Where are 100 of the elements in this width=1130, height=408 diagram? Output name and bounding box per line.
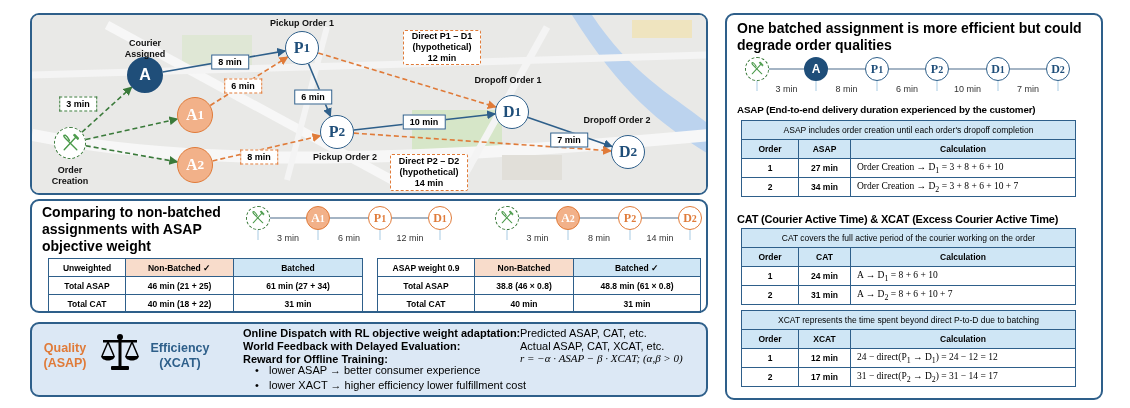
panel-heading: One batched assignment is more efficient but could degrade order qualities — [737, 20, 1083, 54]
edge-label: 6 min — [224, 78, 262, 94]
bullet-mark: • — [255, 379, 259, 391]
table-cell: Total CAT — [377, 294, 475, 313]
formula-text: r = −α · ASAP − β · XCAT; (α,β > 0) — [520, 352, 684, 365]
edge-label: 3 min — [526, 232, 549, 244]
arrow — [209, 56, 289, 107]
table-cell: 31 − direct(P$_{2}$ → D$_{2}$) = 31 − 14 = 17 — [850, 367, 1076, 387]
arrow — [317, 52, 497, 109]
arrow — [81, 86, 133, 134]
table-cell: 2 — [741, 285, 799, 305]
description-label: Reward for Offline Training: — [243, 353, 389, 366]
table-cell: 40 min (18 + 22) — [125, 294, 234, 313]
table-cell: A → D$_{2}$ = 8 + 6 + 10 + 7 — [850, 285, 1076, 305]
edge-label: 6 min — [294, 89, 332, 105]
table-cell: 24 − direct(P$_{1}$ → D$_{1}$) = 24 − 12 = 12 — [850, 348, 1076, 368]
table-cell: 12 min — [798, 348, 851, 368]
table-cell: Order Creation → D$_{1}$ = 3 + 8 + 6 + 10 — [850, 158, 1076, 178]
table-cell: 2 — [741, 367, 799, 387]
objective-panel — [30, 322, 708, 397]
arrow — [84, 144, 179, 165]
node-caption: Pickup Order 2 — [312, 152, 378, 163]
table-cell: A → D$_{1}$ = 8 + 6 + 10 — [850, 266, 1076, 286]
edge-label: 6 min — [896, 83, 918, 95]
table-caption: CAT covers the full active period of the courier working on the order — [741, 228, 1076, 248]
table-cell: 34 min — [798, 177, 851, 197]
connector-line — [768, 68, 805, 70]
node-circle: A — [804, 57, 828, 81]
connector-line — [827, 68, 866, 70]
table-caption: XCAT represents the time spent beyond direct P-to-D due to batching — [741, 310, 1076, 330]
edge-label: 8 min — [835, 83, 858, 95]
description-label: Online Dispatch with RL objective weight adaptation: — [243, 327, 518, 340]
edge-label: 3 min — [775, 83, 798, 95]
header-cell: Batched — [233, 258, 363, 277]
edge-label: 6 min — [338, 232, 360, 244]
table-caption: ASAP includes order creation until each order's dropoff completion — [741, 120, 1076, 140]
header-cell: Non-Batched ✓ — [125, 258, 234, 277]
edge-label: 3 min — [277, 232, 299, 244]
table-cell: 17 min — [798, 367, 851, 387]
note-box: Direct P2 – D2 (hypothetical) 14 min — [390, 154, 468, 191]
table-cell: Total ASAP — [48, 276, 126, 295]
node-caption: Order Creation — [50, 165, 90, 187]
connector-line — [579, 217, 619, 219]
section-heading: CAT (Courier Active Time) & XCAT (Excess Courier Active Time) — [737, 213, 1060, 226]
connector-line — [948, 68, 987, 70]
bullet-item: lower ASAP → better consumer experience — [269, 364, 481, 376]
connector-line — [1009, 68, 1047, 70]
edge-label: 14 min — [646, 232, 674, 244]
node-caption: Courier Assigned — [123, 38, 167, 60]
section-heading: ASAP (End-to-end delivery duration experienced by the customer) — [737, 104, 1037, 116]
edge-label: 12 min — [396, 232, 424, 244]
bullet-item: lower XACT → higher efficiency lower fulfillment cost — [269, 379, 526, 391]
header-cell: ASAP weight 0.9 — [377, 258, 475, 277]
connector-line — [329, 217, 369, 219]
header-cell: Non-Batched — [474, 258, 574, 277]
table-cell: 40 min — [474, 294, 574, 313]
table-cell: Total ASAP — [377, 276, 475, 295]
edge-label: 7 min — [1017, 83, 1039, 95]
header-cell: Unweighted — [48, 258, 126, 277]
arrow — [211, 133, 322, 162]
table-cell: 2 — [741, 177, 799, 197]
edge-label: 8 min — [588, 232, 610, 244]
table-cell: 1 — [741, 348, 799, 368]
table-cell: 31 min — [573, 294, 701, 313]
edge-label: 10 min — [402, 114, 446, 130]
panel-heading: Comparing to non-batched assignments with ASAP objective weight — [42, 204, 222, 255]
table-cell: 46 min (21 + 25) — [125, 276, 234, 295]
quality-label: Quality (ASAP) — [42, 341, 88, 370]
connector-line — [391, 217, 429, 219]
connector-line — [641, 217, 679, 219]
table-cell: Total CAT — [48, 294, 126, 313]
edge-label: 8 min — [240, 149, 278, 165]
edge-label: 8 min — [211, 54, 249, 70]
bullet-mark: • — [255, 364, 259, 376]
table-cell: 48.8 min (61 × 0.8) — [573, 276, 701, 295]
connector-line — [518, 217, 557, 219]
note-box: Direct P1 – D1 (hypothetical) 12 min — [403, 30, 481, 65]
efficiency-label: Efficiency (XCAT) — [149, 341, 211, 370]
edge-label: 3 min — [59, 96, 97, 112]
node-caption: Dropoff Order 2 — [582, 115, 652, 126]
connector-line — [269, 217, 307, 219]
connector-line — [888, 68, 926, 70]
table-cell: 61 min (27 + 34) — [233, 276, 363, 295]
table-cell: 1 — [741, 266, 799, 286]
description-text: Predicted ASAP, CAT, etc. — [520, 327, 648, 340]
description-label: World Feedback with Delayed Evaluation: — [243, 340, 462, 353]
table-cell: 31 min — [798, 285, 851, 305]
table-cell: Order Creation → D$_{2}$ = 3 + 8 + 6 + 10 + 7 — [850, 177, 1076, 197]
edge-label: 7 min — [550, 132, 588, 148]
header-cell: Batched ✓ — [573, 258, 701, 277]
node-caption: Dropoff Order 1 — [473, 75, 543, 86]
table-cell: 27 min — [798, 158, 851, 178]
table-cell: 24 min — [798, 266, 851, 286]
description-text: Actual ASAP, CAT, XCAT, etc. — [520, 340, 666, 353]
table-cell: 1 — [741, 158, 799, 178]
node-caption: Pickup Order 1 — [269, 18, 335, 29]
table-cell: 38.8 (46 × 0.8) — [474, 276, 574, 295]
table-cell: 31 min — [233, 294, 363, 313]
arrow — [84, 116, 179, 141]
edge-label: 10 min — [954, 83, 981, 95]
